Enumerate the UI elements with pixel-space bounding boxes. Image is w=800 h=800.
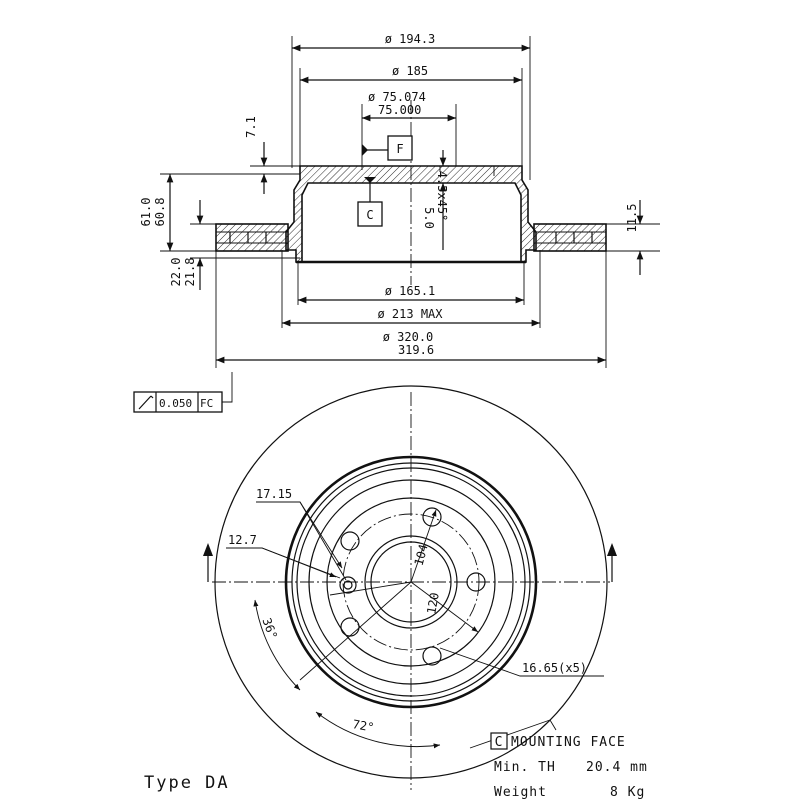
front-view: 17.15 12.7 104 120 36° 72° 16.65(x5) (203, 385, 617, 790)
dim-h-21-8: 21.8 (183, 258, 197, 287)
weight-label: Weight (494, 785, 547, 800)
dim-d-213-max: ø 213 MAX (377, 307, 443, 321)
min-thickness-label: Min. TH (494, 760, 556, 775)
dim-h-60-8: 60.8 (153, 198, 167, 227)
mounting-face-tag: C (495, 735, 504, 750)
horizontal-dimension-lines (216, 44, 606, 364)
dim-d-75-074: ø 75.074 (368, 90, 426, 104)
datum-c: C (357, 177, 383, 227)
dim-h-7-1: 7.1 (244, 116, 258, 138)
center-bore-outer (364, 535, 458, 629)
dim-angle-72: 72° (351, 717, 375, 735)
dim-h-11-5: 11.5 (625, 204, 639, 233)
dim-pcd-104: 104 (412, 543, 431, 568)
aux-hole (339, 576, 357, 594)
hat-ring-4 (308, 479, 514, 685)
tolerance-frame: 0.050 FC (133, 372, 233, 413)
type-label: Type DA (144, 773, 230, 793)
dim-h-61-0: 61.0 (139, 198, 153, 227)
dim-r-12-7: 12.7 (228, 533, 257, 547)
dim-holes: 16.65(x5) (522, 661, 587, 675)
left-ring-section (215, 223, 289, 252)
disc-outer-edge (214, 385, 608, 779)
weight-value: 8 Kg (610, 785, 645, 800)
aux-hole-inner (343, 580, 353, 590)
tolerance-value: 0.050 (159, 397, 192, 410)
dim-d-165-1: ø 165.1 (385, 284, 436, 298)
dim-d-319-6: 319.6 (398, 343, 434, 357)
front-leaders (226, 501, 604, 749)
pitch-circle (342, 513, 480, 651)
dim-angle-36: 36° (259, 616, 280, 641)
dim-d-75-000: 75.000 (378, 103, 421, 117)
dim-r-17-15: 17.15 (256, 487, 292, 501)
dim-d-194-3: ø 194.3 (385, 32, 436, 46)
datum-f-label: F (396, 142, 403, 156)
bolt-hole (466, 572, 486, 592)
hat-ring-2 (291, 462, 531, 702)
dim-d-320-0: ø 320.0 (383, 330, 434, 344)
bolt-hole (422, 646, 442, 666)
dim-chamfer-4-5: 4.5x45° (435, 171, 449, 222)
vertical-dimension-lines (166, 142, 644, 290)
flatness-icon (138, 395, 152, 410)
dim-chamfer-5-0: 5.0 (422, 207, 436, 229)
datum-c-label: C (366, 208, 373, 222)
section-view: F C ø 194.3 ø 185 ø 75.074 75.000 7.1 61… (139, 32, 660, 368)
dim-pcd-120: 120 (424, 591, 442, 615)
dim-h-22-0: 22.0 (169, 258, 183, 287)
tolerance-datums: FC (200, 397, 213, 410)
extension-lines (160, 36, 660, 368)
bolt-hole (340, 531, 360, 551)
center-bore-inner (370, 541, 452, 623)
mounting-face-ring (326, 497, 496, 667)
bolt-holes (339, 507, 486, 666)
section-plane-markers (203, 543, 617, 582)
hat-ring-3 (296, 467, 526, 697)
mounting-face-label: MOUNTING FACE (511, 735, 626, 750)
bolt-hole (422, 507, 442, 527)
dim-d-185: ø 185 (392, 64, 428, 78)
bolt-hole (340, 617, 360, 637)
notes-block: C MOUNTING FACE Min. TH 20.4 mm Weight 8… (144, 732, 648, 800)
right-ring-section (533, 223, 607, 252)
hub-center-bore-marks (439, 166, 495, 176)
datum-f: F (362, 135, 413, 161)
min-thickness-value: 20.4 mm (586, 760, 648, 775)
hat-outer-ring (284, 455, 538, 709)
